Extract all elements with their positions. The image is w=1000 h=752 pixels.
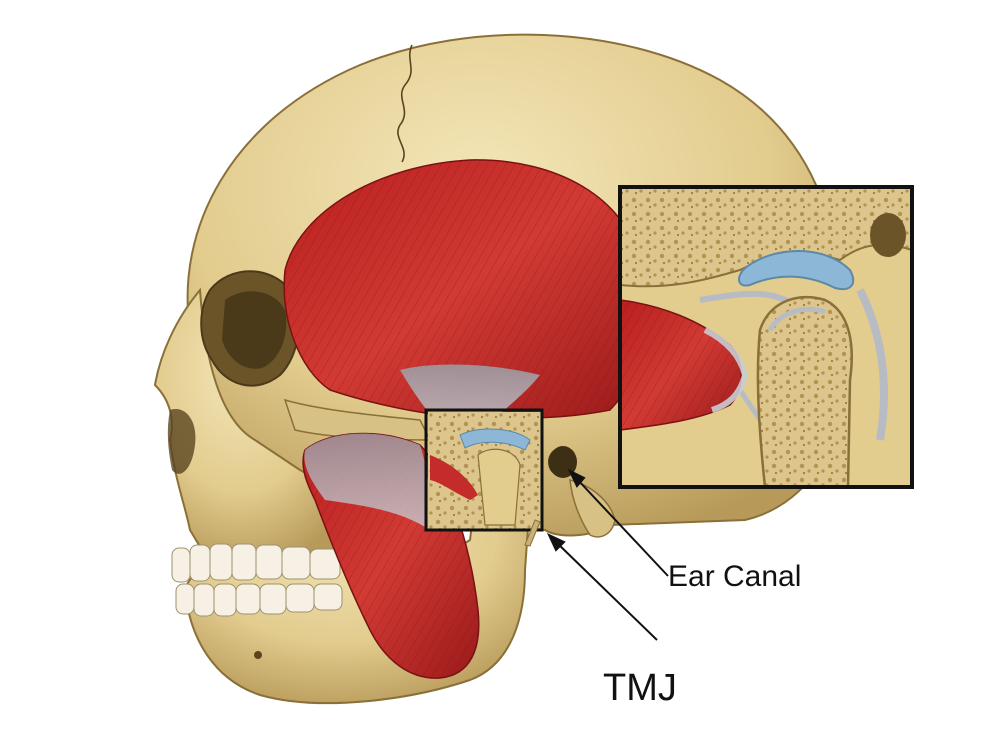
- tmj-small: [428, 412, 572, 530]
- mastoid-process: [569, 479, 616, 538]
- tmj-label: TMJ: [603, 667, 677, 709]
- nasal-aperture: [167, 409, 196, 474]
- styloid-process: [524, 519, 541, 547]
- masseter-tendon: [304, 433, 431, 530]
- mandibular-condyle: [756, 295, 853, 487]
- coronal-suture: [397, 44, 413, 163]
- tmj-inset-frame: [618, 185, 914, 489]
- teeth: [171, 543, 343, 617]
- tmj-inset: [620, 187, 912, 487]
- temporalis-tendon: [400, 364, 540, 440]
- tmj-arrow: [546, 532, 658, 641]
- mental-foramen: [254, 651, 262, 659]
- tmj-highlight-box: [424, 408, 544, 532]
- ear-canal-label: Ear Canal: [668, 560, 802, 593]
- articular-disc: [738, 250, 855, 290]
- ear-canal-arrow: [567, 468, 669, 577]
